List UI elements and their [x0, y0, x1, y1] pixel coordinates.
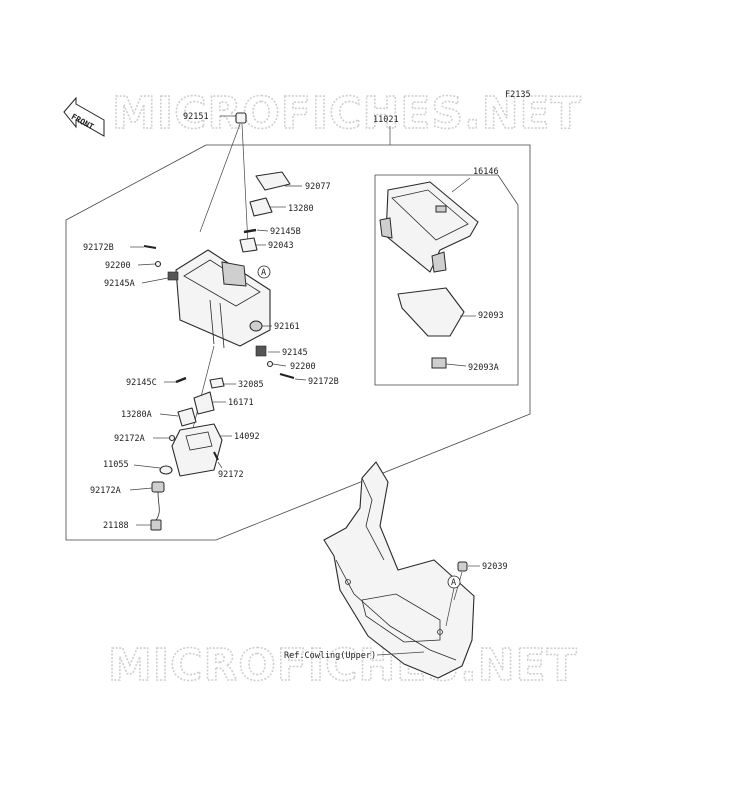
label-92200-right: 92200	[290, 362, 316, 372]
label-92172B-right: 92172B	[308, 377, 339, 387]
callout-a-lower-letter: A	[451, 578, 456, 588]
label-32085: 32085	[238, 380, 264, 390]
label-ref-cowling: Ref.Cowling(Upper)	[284, 651, 376, 661]
label-92172A-upper: 92172A	[114, 434, 145, 444]
part-16171	[193, 391, 226, 415]
label-92172A-lower: 92172A	[90, 486, 121, 496]
leader-16146	[451, 177, 471, 193]
watermark-top: MICROFICHES.NET	[112, 88, 582, 139]
label-92077: 92077	[305, 182, 331, 192]
part-11055	[159, 465, 173, 475]
label-92200-left: 92200	[105, 261, 131, 271]
part-92172	[213, 451, 223, 469]
label-92093A: 92093A	[468, 363, 499, 373]
part-92172A-upper	[168, 434, 176, 442]
part-92172A-lower	[151, 481, 165, 493]
label-92145B: 92145B	[270, 227, 301, 237]
front-arrow-icon: FRONT	[63, 96, 105, 137]
part-92172B-left	[143, 245, 157, 249]
part-92145A	[167, 271, 179, 281]
part-32085	[209, 377, 236, 389]
leader-92145A	[141, 277, 169, 284]
label-14092: 14092	[234, 432, 260, 442]
leader-callout-a-lower	[445, 587, 455, 627]
diagram-code: F2135	[505, 90, 531, 100]
part-92172B-right	[279, 373, 307, 381]
rod-leader	[189, 345, 215, 441]
part-92151	[199, 112, 249, 246]
part-92077	[255, 171, 302, 191]
part-92161	[249, 320, 272, 332]
label-11055: 11055	[103, 460, 129, 470]
label-92043: 92043	[268, 241, 294, 251]
label-92039: 92039	[482, 562, 508, 572]
part-92093-pad	[397, 287, 476, 337]
callout-a-upper-letter: A	[261, 268, 266, 278]
part-21188	[150, 491, 162, 531]
label-13280A: 13280A	[121, 410, 152, 420]
part-14092	[171, 423, 232, 477]
label-21188: 21188	[103, 521, 129, 531]
part-92093A	[431, 357, 467, 369]
label-92151: 92151	[183, 112, 209, 122]
label-92172: 92172	[218, 470, 244, 480]
label-16146: 16146	[473, 167, 499, 177]
label-92145A: 92145A	[104, 279, 135, 289]
part-92043	[239, 237, 266, 253]
part-16146-lid	[379, 181, 479, 273]
part-92200-left	[154, 260, 162, 268]
label-92161: 92161	[274, 322, 300, 332]
watermark-bottom: MICROFICHES.NET	[108, 640, 578, 691]
label-92145: 92145	[282, 348, 308, 358]
part-13280	[249, 197, 286, 217]
leader-92172A-lower	[129, 487, 153, 491]
leader-11055	[133, 464, 161, 469]
part-92145C	[175, 376, 187, 384]
label-11021: 11021	[373, 115, 399, 125]
part-13280A	[177, 407, 197, 427]
label-92145C: 92145C	[126, 378, 157, 388]
part-92145B	[243, 228, 269, 234]
lid-parts-frame	[374, 174, 519, 386]
storage-box-part	[175, 249, 271, 349]
leader-ref-cowling	[376, 651, 425, 656]
leader-13280A	[159, 413, 179, 417]
label-16171: 16171	[228, 398, 254, 408]
label-92172B-left: 92172B	[83, 243, 114, 253]
assembly-frame	[65, 144, 531, 541]
callout-a-upper	[257, 265, 271, 279]
leader-92200-left	[137, 263, 156, 266]
label-92093: 92093	[478, 311, 504, 321]
label-13280: 13280	[288, 204, 314, 214]
part-92145	[255, 345, 280, 357]
part-92200-right	[266, 360, 287, 368]
upper-cowling-part	[323, 461, 475, 679]
